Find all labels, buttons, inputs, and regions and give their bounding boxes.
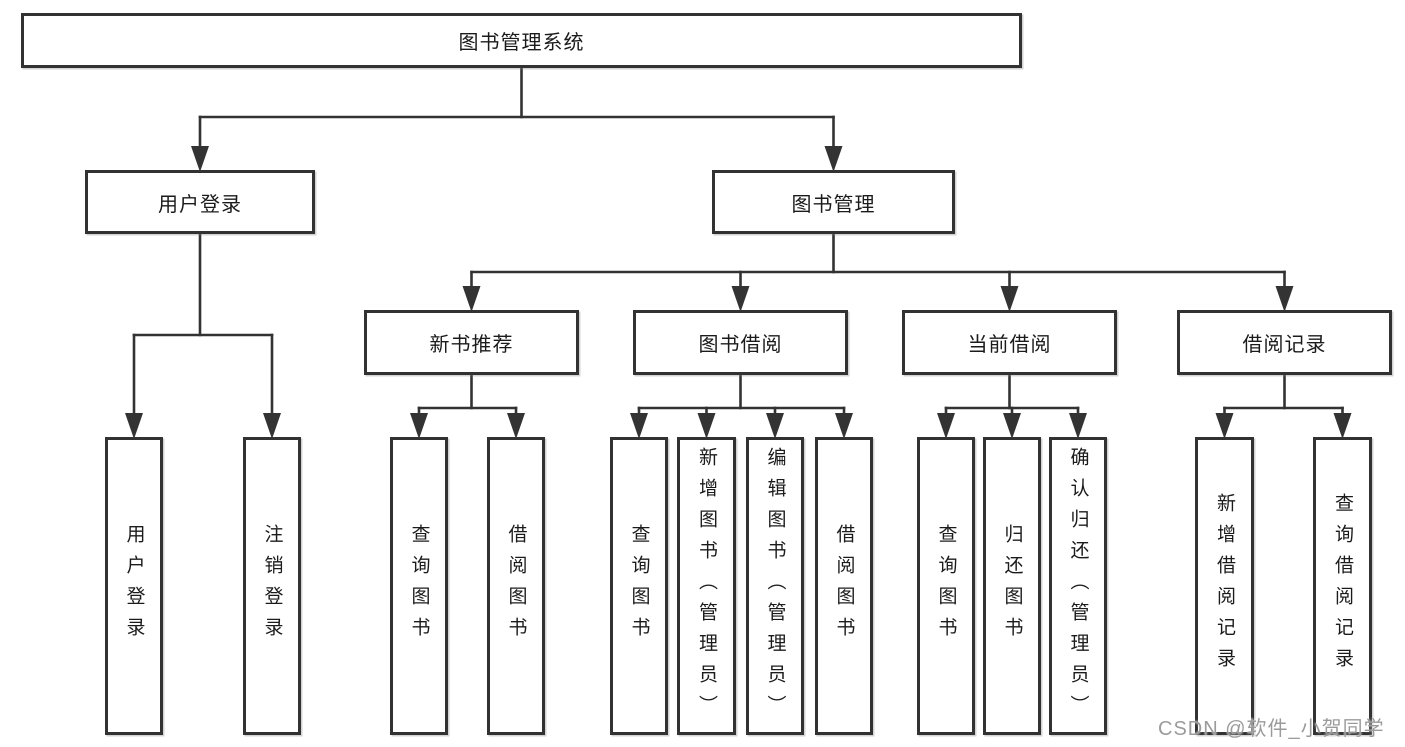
node-user-login: 用户登录 xyxy=(85,170,315,234)
node-label-leaf-return-book: 归还图书 xyxy=(1001,524,1023,648)
node-label-leaf-borrow-books-1: 借阅图书 xyxy=(505,524,527,648)
node-book-mgmt: 图书管理 xyxy=(712,170,955,234)
node-label-leaf-query-record: 查询借阅记录 xyxy=(1332,493,1353,679)
node-leaf-edit-book: 编辑图书（管理员） xyxy=(746,437,804,735)
node-leaf-confirm-return: 确认归还（管理员） xyxy=(1049,437,1107,735)
node-label-leaf-confirm-return: 确认归还（管理员） xyxy=(1067,446,1089,726)
node-leaf-query-books-3: 查询图书 xyxy=(917,437,975,735)
node-label-leaf-user-login: 用户登录 xyxy=(123,524,145,648)
node-leaf-borrow-books-1: 借阅图书 xyxy=(487,437,545,735)
node-leaf-query-record: 查询借阅记录 xyxy=(1313,437,1372,735)
node-new-book-rec: 新书推荐 xyxy=(364,310,579,375)
node-leaf-user-login: 用户登录 xyxy=(105,437,163,735)
watermark: CSDN @软件_小贺同学 xyxy=(1158,718,1385,740)
node-leaf-add-record: 新增借阅记录 xyxy=(1195,437,1254,735)
node-label-leaf-edit-book: 编辑图书（管理员） xyxy=(764,446,786,726)
node-leaf-borrow-books-2: 借阅图书 xyxy=(815,437,873,735)
node-label-book-borrow: 图书借阅 xyxy=(698,334,783,356)
node-leaf-query-books-2: 查询图书 xyxy=(610,437,668,735)
node-label-leaf-borrow-books-2: 借阅图书 xyxy=(833,524,855,648)
node-label-book-mgmt: 图书管理 xyxy=(791,193,876,216)
node-root: 图书管理系统 xyxy=(21,13,1022,68)
node-label-root: 图书管理系统 xyxy=(458,32,585,54)
node-label-user-login: 用户登录 xyxy=(158,193,242,216)
node-label-leaf-query-books-1: 查询图书 xyxy=(408,524,430,648)
node-borrow-records: 借阅记录 xyxy=(1177,310,1392,375)
node-book-borrow: 图书借阅 xyxy=(633,310,848,375)
node-leaf-logout: 注销登录 xyxy=(243,437,301,735)
node-leaf-return-book: 归还图书 xyxy=(983,437,1041,735)
node-current-borrow: 当前借阅 xyxy=(902,310,1117,375)
node-label-borrow-records: 借阅记录 xyxy=(1242,334,1327,356)
node-leaf-add-book: 新增图书（管理员） xyxy=(677,437,736,735)
node-label-leaf-query-books-3: 查询图书 xyxy=(935,524,957,648)
node-label-new-book-rec: 新书推荐 xyxy=(429,334,514,356)
node-leaf-query-books-1: 查询图书 xyxy=(390,437,448,735)
node-label-leaf-query-books-2: 查询图书 xyxy=(628,524,650,648)
node-label-leaf-add-book: 新增图书（管理员） xyxy=(696,446,717,726)
node-label-leaf-logout: 注销登录 xyxy=(261,524,283,648)
node-label-current-borrow: 当前借阅 xyxy=(967,334,1052,356)
node-label-leaf-add-record: 新增借阅记录 xyxy=(1214,493,1235,679)
